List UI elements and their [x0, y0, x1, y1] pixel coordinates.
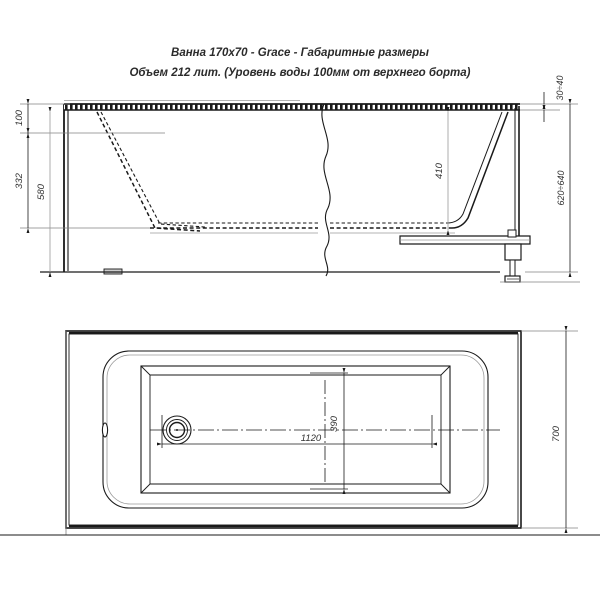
dimlabel-620640: 620÷640	[556, 171, 566, 206]
leg-threaded-rod	[509, 259, 516, 279]
tub-body-fill	[64, 104, 520, 272]
plan-chamfer-tr	[440, 365, 451, 376]
dimlabel-700: 700	[551, 425, 562, 442]
drawing-title-line1: Ванна 170x70 - Grace - Габаритные размер…	[171, 47, 429, 59]
dimlabel-410: 410	[434, 162, 445, 179]
plan-chamfer-bl	[140, 483, 151, 494]
bowl-profile-left-inner	[100, 111, 206, 228]
section-break-line	[321, 103, 331, 277]
overflow-slot	[101, 422, 109, 438]
tub-rim-hatch	[64, 104, 520, 110]
plan-chamfer-tl	[140, 365, 151, 376]
dimlabel-332: 332	[14, 172, 25, 189]
drawing-title-line2: Объем 212 лит. (Уровень воды 100мм от ве…	[129, 67, 470, 79]
plan-chamfer-br	[440, 483, 451, 494]
leg-bracket	[504, 243, 522, 261]
bowl-profile-left	[96, 111, 201, 232]
dimlabel-100: 100	[14, 109, 25, 126]
section-view-group: 100 332 580 410 30÷40 620÷640	[14, 76, 580, 283]
plan-basin-outline	[140, 365, 451, 494]
dimlabel-580: 580	[36, 183, 47, 200]
dimlabel-3040: 30÷40	[555, 76, 565, 101]
dimlabel-1120: 1120	[301, 433, 322, 444]
plan-view-group: 1120 390 700	[0, 325, 600, 536]
bowl-profile-right	[451, 111, 509, 229]
leg-top-nut	[507, 229, 517, 238]
dimlabel-390: 390	[329, 415, 340, 432]
